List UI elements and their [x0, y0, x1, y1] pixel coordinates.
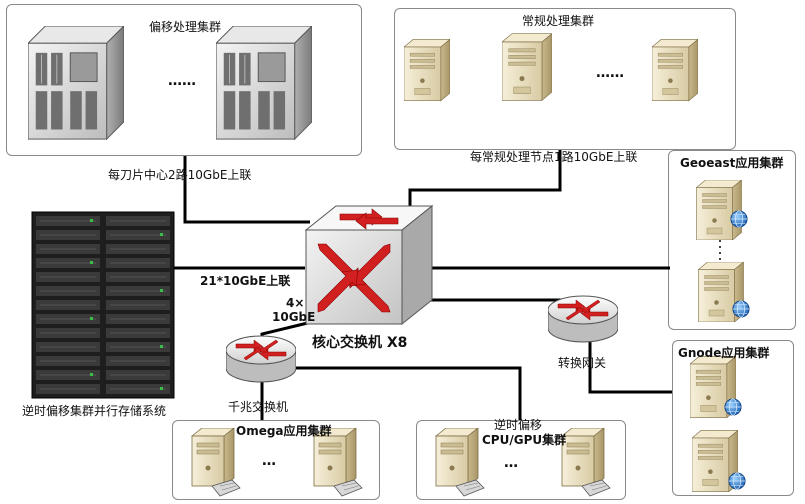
link-gige-rtm [290, 366, 522, 420]
offset-ellipsis: …… [168, 73, 196, 89]
globe-icon [724, 398, 742, 416]
omega-ellipsis: … [262, 453, 276, 469]
gateway-label: 转换网关 [558, 356, 607, 370]
link-gateway-gnode [588, 340, 672, 394]
regular-uplink-label: 每常规处理节点1路10GbE上联 [470, 150, 638, 164]
workstation-icon [561, 428, 611, 497]
rtm-ellipsis: … [504, 455, 518, 471]
regular-cluster-title: 常规处理集群 [522, 14, 595, 28]
workstation-icon [435, 428, 485, 497]
workstation-icon [313, 428, 363, 497]
globe-icon [732, 300, 750, 318]
offset-cluster-title: 偏移处理集群 [149, 20, 222, 34]
blade-server-icon [216, 26, 312, 140]
link-offset-core [183, 156, 310, 224]
workstation-icon [191, 428, 241, 497]
tower-server-icon [404, 38, 450, 102]
globe-icon [730, 210, 748, 228]
storage-uplink-label: 21*10GbE上联 [200, 274, 291, 288]
link-core-gateway [430, 298, 572, 302]
tower-server-icon [652, 38, 698, 102]
core-switch-icon [304, 204, 434, 326]
geoeast-cluster-title: Geoeast应用集群 [680, 156, 784, 170]
rtm-cluster-title-line2: CPU/GPU集群 [482, 433, 567, 447]
core-switch-label: 核心交换机 X8 [312, 335, 408, 351]
gige-switch-icon [226, 335, 296, 383]
blade-server-icon [28, 26, 124, 140]
gige-switch-label: 千兆交换机 [228, 400, 289, 414]
tower-server-icon [502, 33, 552, 101]
gateway-router-icon [548, 295, 618, 343]
gige-uplink-label-line1: 4× [286, 296, 305, 310]
storage-system-label: 逆时偏移集群并行存储系统 [22, 404, 167, 418]
storage-rack-icon [31, 211, 175, 399]
link-regular-core [408, 150, 562, 210]
omega-cluster-title: Omega应用集群 [236, 424, 332, 438]
gige-uplink-label-line2: 10GbE [272, 310, 316, 324]
globe-icon [728, 472, 746, 490]
blade-uplink-label: 每刀片中心2路10GbE上联 [108, 168, 252, 182]
tower-server-icon [696, 180, 742, 240]
regular-ellipsis: …… [596, 65, 624, 81]
gnode-cluster-title: Gnode应用集群 [678, 346, 770, 360]
rtm-cluster-title-line1: 逆时偏移 [494, 418, 543, 432]
